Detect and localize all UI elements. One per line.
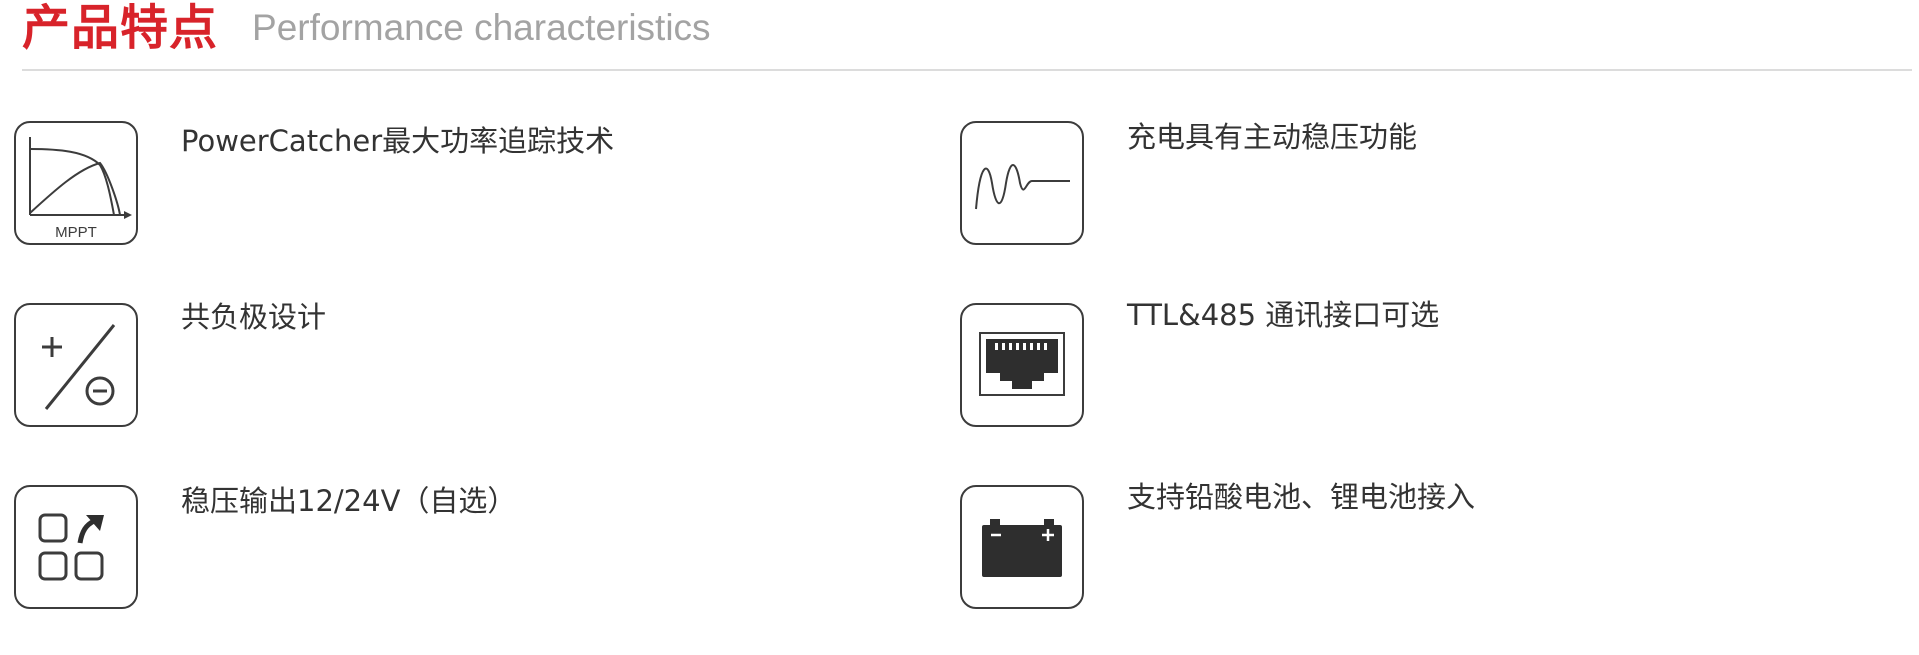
battery-graphic xyxy=(982,519,1062,577)
feature-text-voltage-output: 稳压输出12/24V（自选） xyxy=(181,484,517,518)
mppt-curve-graphic: MPPT xyxy=(29,137,132,241)
rj45-port-icon xyxy=(960,303,1084,427)
section-header: 产品特点 Performance characteristics xyxy=(22,0,711,56)
section-title-cn: 产品特点 xyxy=(22,0,219,56)
feature-text-voltage-regulation: 充电具有主动稳压功能 xyxy=(1127,120,1418,154)
section-title-en: Performance characteristics xyxy=(252,7,711,48)
rj45-port-graphic xyxy=(979,332,1065,396)
mppt-curve-icon: MPPT xyxy=(14,121,138,245)
feature-text-communication: TTL&485 通讯接口可选 xyxy=(1127,298,1440,332)
battery-icon xyxy=(960,485,1084,609)
feature-text-battery-support: 支持铅酸电池、锂电池接入 xyxy=(1127,480,1476,514)
damped-wave-icon xyxy=(960,121,1084,245)
damped-wave-graphic xyxy=(975,164,1070,210)
feature-text-common-negative: 共负极设计 xyxy=(181,300,327,334)
plus-slash-minus-icon xyxy=(14,303,138,427)
squares-arrow-icon xyxy=(14,485,138,609)
header-divider xyxy=(22,69,1912,71)
mppt-icon-label: MPPT xyxy=(55,224,97,241)
squares-arrow-graphic xyxy=(38,513,104,581)
feature-text-mppt: PowerCatcher最大功率追踪技术 xyxy=(181,124,615,158)
plus-slash-minus-graphic xyxy=(42,324,116,410)
